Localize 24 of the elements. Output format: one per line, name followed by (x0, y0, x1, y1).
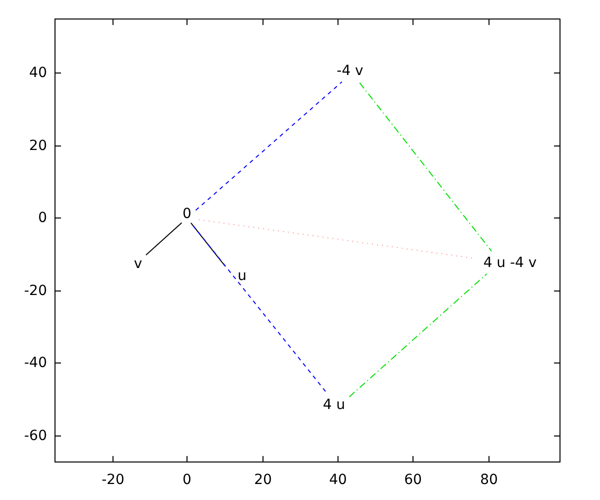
point-label: u (236, 268, 248, 284)
line-segment (348, 273, 488, 398)
tick-label: 0 (182, 472, 192, 488)
tick-label: 20 (29, 138, 47, 154)
tick-label: 20 (254, 472, 272, 488)
line-segment (359, 82, 492, 252)
line-segment (146, 222, 182, 256)
tick-label: 40 (29, 65, 47, 81)
tick-label: -20 (102, 472, 124, 488)
tick-label: -20 (24, 283, 47, 299)
point-label: v (132, 256, 144, 272)
tick-label: -40 (24, 355, 47, 371)
tick-label: 80 (480, 472, 498, 488)
tick-label: 40 (329, 472, 347, 488)
line-segment (195, 81, 342, 211)
point-label: 4 u -4 v (482, 255, 538, 271)
point-label: -4 v (336, 63, 364, 79)
line-segment (190, 222, 226, 266)
tick-label: -60 (24, 428, 47, 444)
point-label: 4 u (322, 397, 346, 413)
line-segment (192, 225, 328, 394)
tick-label: 60 (404, 472, 422, 488)
point-label: 0 (182, 206, 192, 222)
tick-label: 0 (38, 210, 47, 226)
